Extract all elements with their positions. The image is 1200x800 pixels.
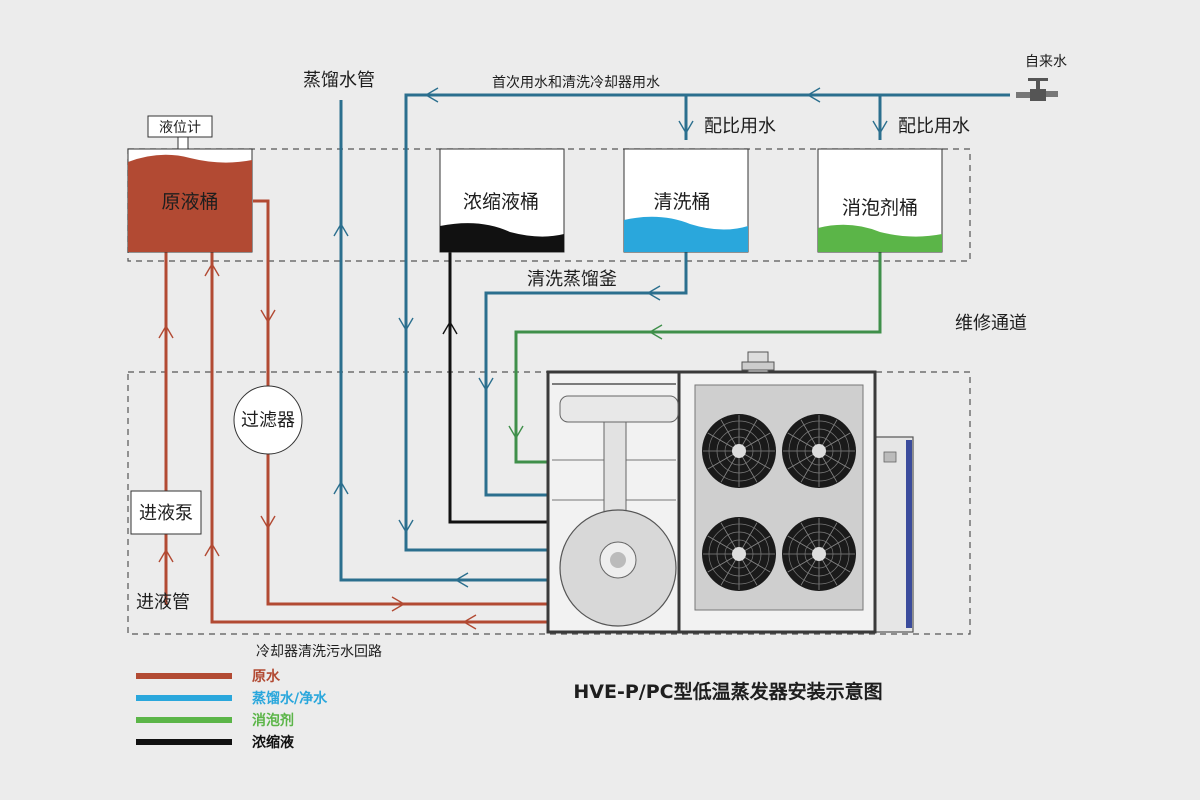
filter-label: 过滤器	[241, 410, 295, 431]
ratio-water-label-1: 配比用水	[704, 116, 776, 137]
distill-pipe-label: 蒸馏水管	[303, 70, 375, 91]
cooler-loop-label: 冷却器清洗污水回路	[256, 644, 382, 660]
first-water-label: 首次用水和清洗冷却器用水	[492, 75, 660, 91]
ratio-water-label-2: 配比用水	[898, 116, 970, 137]
legend-label: 原水	[252, 668, 281, 685]
fan-icon	[702, 414, 776, 488]
clean-tank-label: 清洗桶	[653, 191, 710, 213]
diagram-title: HVE-P/PC型低温蒸发器安装示意图	[573, 680, 882, 703]
concentrate-tank-label: 浓缩液桶	[463, 191, 539, 213]
legend-swatch	[136, 717, 232, 723]
fan-icon	[702, 517, 776, 591]
legend-label: 蒸馏水/净水	[252, 690, 328, 707]
legend-label: 浓缩液	[252, 734, 295, 751]
distilled-water-pipe	[339, 100, 548, 582]
flow-arrows	[158, 87, 888, 630]
defoamer-tank-label: 消泡剂桶	[842, 197, 918, 219]
level-gauge: 液位计	[147, 115, 213, 150]
level-gauge-label: 液位计	[159, 120, 201, 136]
maintenance-label: 维修通道	[955, 313, 1027, 334]
tap-water-main-pipe	[404, 93, 1010, 552]
raw-tank: 原液桶	[127, 148, 253, 253]
clean-still-label: 清洗蒸馏釜	[527, 269, 617, 290]
legend-label: 消泡剂	[252, 712, 294, 729]
legend-swatch	[136, 739, 232, 745]
fans	[702, 414, 856, 591]
defoamer-pipe	[514, 252, 882, 464]
concentrate-tank: 浓缩液桶	[439, 148, 565, 253]
concentrate-pipe	[448, 252, 548, 524]
feed-pump: 进液泵	[130, 490, 202, 535]
legend-swatch	[136, 673, 232, 679]
fan-icon	[782, 414, 856, 488]
defoamer-tank: 消泡剂桶	[817, 148, 943, 253]
filter: 过滤器	[233, 385, 303, 455]
feed-pump-label: 进液泵	[139, 503, 193, 524]
tap-water-label: 自来水	[1025, 54, 1067, 70]
feed-pipe-label: 进液管	[136, 592, 190, 613]
clean-tank: 清洗桶	[623, 148, 749, 253]
clean-still-pipe	[484, 252, 688, 497]
tap-faucet-icon	[1016, 78, 1058, 101]
cooler-return-pipe	[210, 252, 548, 624]
legend-swatch	[136, 695, 232, 701]
raw-tank-label: 原液桶	[161, 191, 218, 213]
fan-icon	[782, 517, 856, 591]
